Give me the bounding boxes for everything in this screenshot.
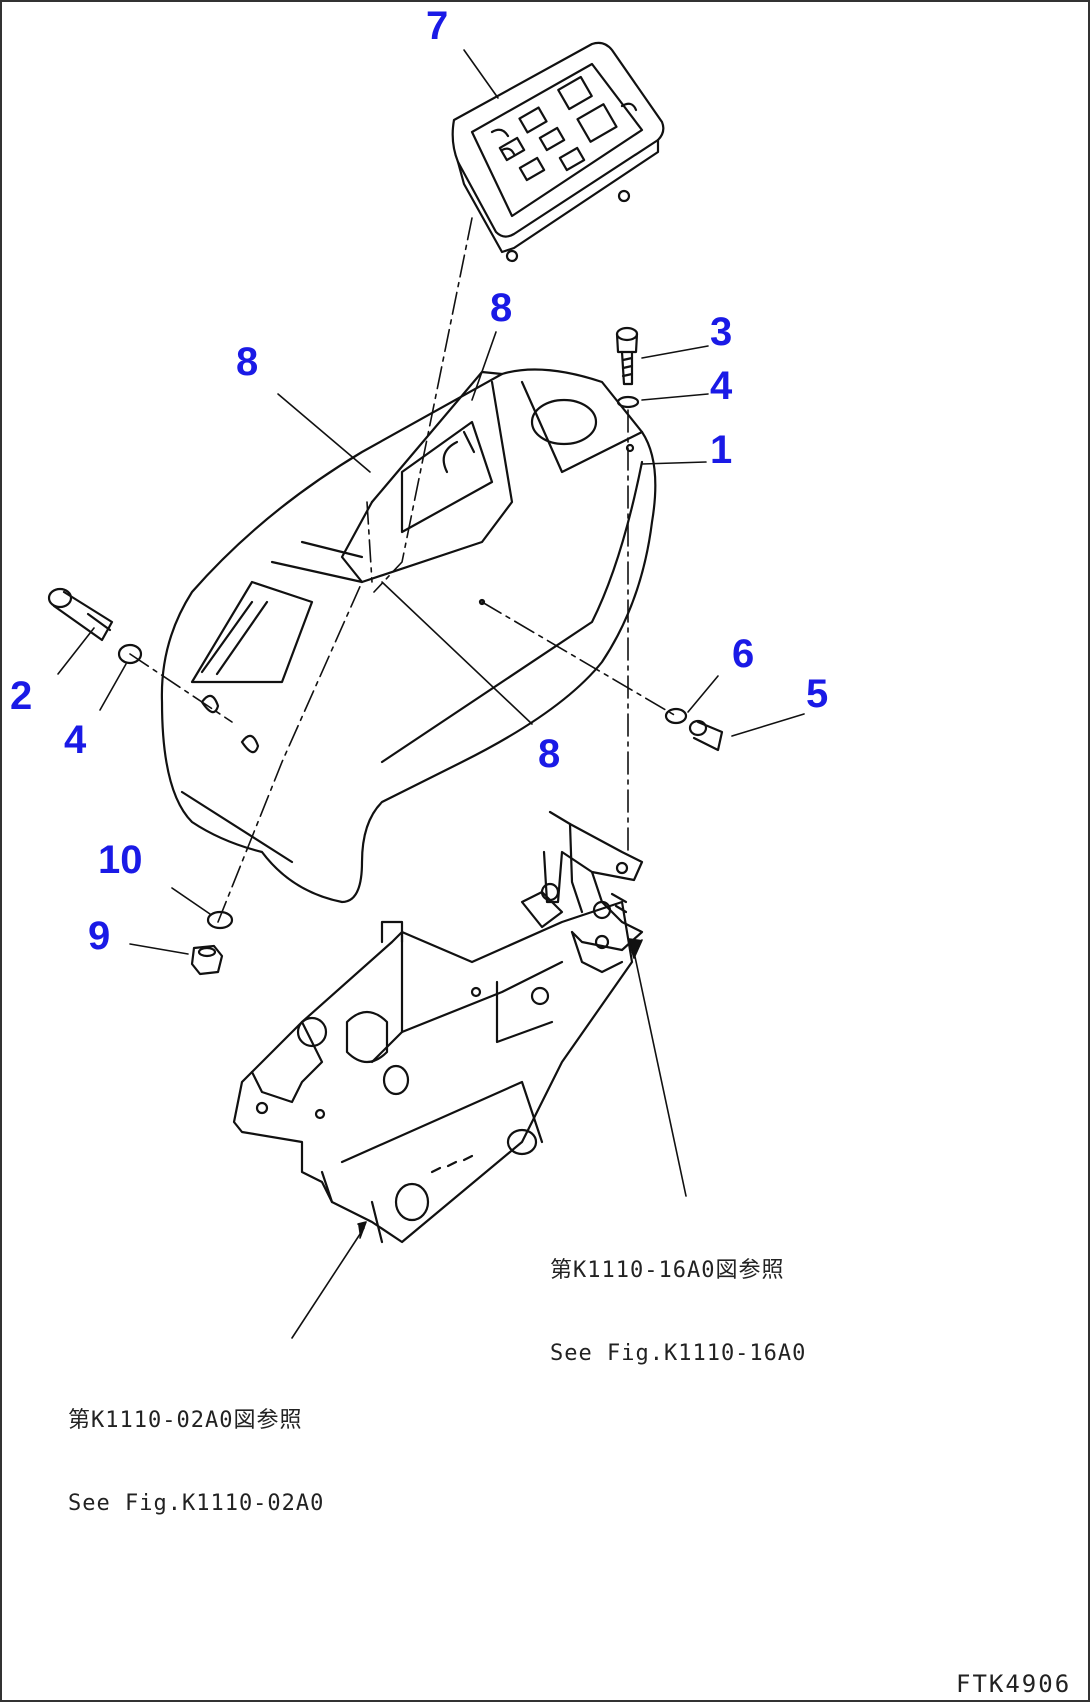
callout-8-top: 8	[490, 286, 513, 330]
reference-left-en: See Fig.K1110-02A0	[68, 1490, 325, 1516]
washer-part-4-lower	[117, 643, 143, 665]
reference-left-jp: 第K1110-02A0図参照	[68, 1408, 303, 1433]
callout-9: 9	[88, 914, 111, 958]
callout-6: 6	[732, 632, 755, 676]
washer-part-4-upper	[616, 395, 640, 409]
figure-code: FTK4906	[956, 1670, 1072, 1698]
callout-3: 3	[710, 310, 733, 354]
reference-arrows	[291, 937, 687, 1339]
nut-part-9	[190, 944, 224, 976]
reference-right-jp: 第K1110-16A0図参照	[550, 1258, 785, 1283]
assembly-lines	[129, 217, 677, 923]
callout-10: 10	[98, 838, 143, 882]
callout-2: 2	[10, 674, 33, 718]
console-cover-part-1	[160, 368, 657, 904]
callout-8-bottom: 8	[538, 732, 561, 776]
callout-5: 5	[806, 672, 829, 716]
reference-right-en: See Fig.K1110-16A0	[550, 1340, 807, 1366]
mounting-frame	[232, 810, 644, 1244]
reference-note-left: 第K1110-02A0図参照 See Fig.K1110-02A0	[68, 1352, 324, 1545]
switch-panel-part-7	[451, 41, 665, 263]
reference-note-right: 第K1110-16A0図参照 See Fig.K1110-16A0	[550, 1202, 806, 1395]
washer-part-10	[206, 910, 234, 930]
callout-1: 1	[710, 428, 733, 472]
callout-4-lower: 4	[64, 718, 87, 762]
leader-lines	[57, 49, 805, 955]
bolt-part-2	[47, 587, 114, 642]
bolt-part-3	[615, 326, 639, 386]
callout-8-left: 8	[236, 340, 259, 384]
bolt-part-5	[688, 719, 724, 752]
callout-4-upper: 4	[710, 364, 733, 408]
washer-part-6	[664, 707, 688, 725]
callout-7: 7	[426, 4, 449, 48]
